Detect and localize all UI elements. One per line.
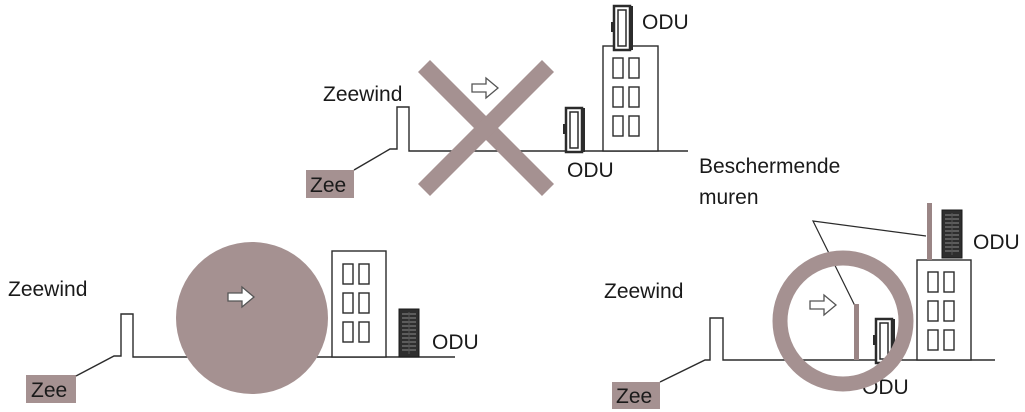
odu-icon bbox=[398, 308, 420, 358]
cross-icon bbox=[417, 59, 555, 197]
odu-ground-icon bbox=[561, 106, 587, 154]
bottom-right-panel: Zee Zeewind Beschermende muren ODU ODU bbox=[604, 155, 1020, 409]
sea-label: Zee bbox=[31, 379, 67, 402]
wind-arrow-icon bbox=[471, 77, 499, 99]
sea-label: Zee bbox=[616, 385, 652, 408]
wind-label: Zeewind bbox=[8, 278, 87, 301]
odu-roof-label: ODU bbox=[973, 231, 1020, 254]
odu-roof-icon bbox=[941, 209, 963, 259]
protective-wall-roof bbox=[927, 203, 932, 260]
bottom-left-panel: Zee Zeewind ODU bbox=[8, 242, 479, 403]
sea-swatch bbox=[306, 170, 354, 198]
building bbox=[602, 45, 659, 152]
sea-swatch bbox=[26, 375, 76, 403]
wall-label-line2: muren bbox=[699, 186, 759, 209]
odu-ground-label: ODU bbox=[567, 159, 614, 182]
disc-icon bbox=[176, 242, 328, 394]
callout-lines bbox=[811, 220, 927, 311]
terrain-line bbox=[75, 313, 455, 377]
protective-wall-ground bbox=[854, 304, 859, 360]
terrain-line bbox=[353, 106, 688, 171]
wind-arrow-icon bbox=[809, 294, 837, 316]
ring-icon bbox=[772, 250, 914, 392]
top-panel: Zee Zeewind ODU ODU bbox=[306, 4, 689, 198]
wind-label: Zeewind bbox=[604, 280, 683, 303]
odu-roof-icon bbox=[609, 4, 635, 52]
terrain-line bbox=[659, 317, 995, 383]
sea-swatch bbox=[612, 382, 660, 409]
odu-roof-label: ODU bbox=[642, 11, 689, 34]
odu-label: ODU bbox=[432, 331, 479, 354]
sea-label: Zee bbox=[310, 174, 346, 197]
wall-label-line1: Beschermende bbox=[699, 155, 840, 178]
wind-label: Zeewind bbox=[323, 83, 402, 106]
